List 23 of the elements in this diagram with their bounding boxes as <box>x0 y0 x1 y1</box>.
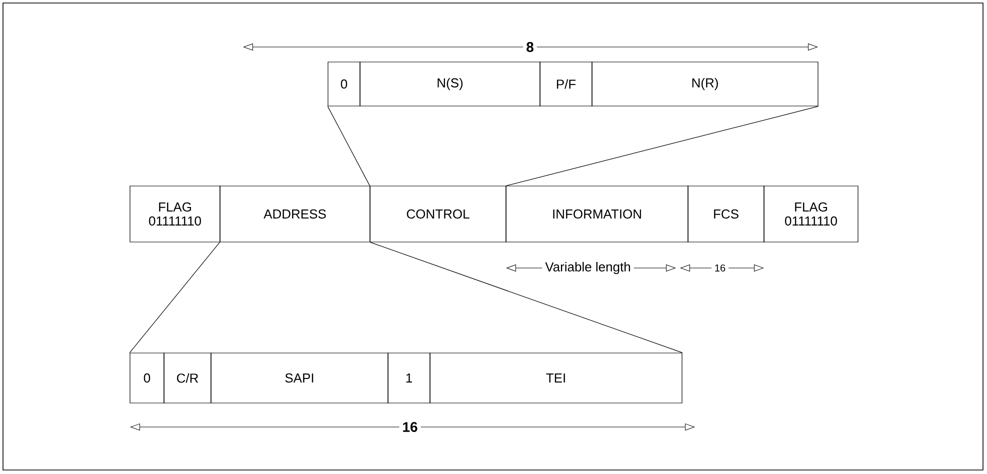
field-cell: C/R <box>164 352 212 404</box>
dimension-label: 16 <box>399 419 421 435</box>
field-cell: FCS <box>688 186 764 242</box>
field-cell: 0 <box>130 352 164 404</box>
dimension-label: 16 <box>711 261 729 275</box>
field-cell: SAPI <box>210 352 388 404</box>
expansion-line <box>506 106 819 186</box>
expansion-line <box>327 106 370 186</box>
expansion-line <box>129 242 220 353</box>
field-cell: FLAG 01111110 <box>130 186 220 242</box>
field-cell: P/F <box>540 62 592 106</box>
field-cell: TEI <box>430 352 682 404</box>
field-cell: 1 <box>388 352 430 404</box>
field-cell: N(S) <box>360 62 540 106</box>
field-cell: ADDRESS <box>220 186 370 242</box>
expansion-line <box>370 242 683 353</box>
dimension-label: 8 <box>523 39 537 55</box>
field-cell: N(R) <box>592 62 818 106</box>
dimension-label: Variable length <box>542 258 634 278</box>
field-cell: INFORMATION <box>506 186 688 242</box>
field-cell: CONTROL <box>370 186 506 242</box>
field-cell: FLAG 01111110 <box>764 186 858 242</box>
field-cell: 0 <box>328 62 360 106</box>
